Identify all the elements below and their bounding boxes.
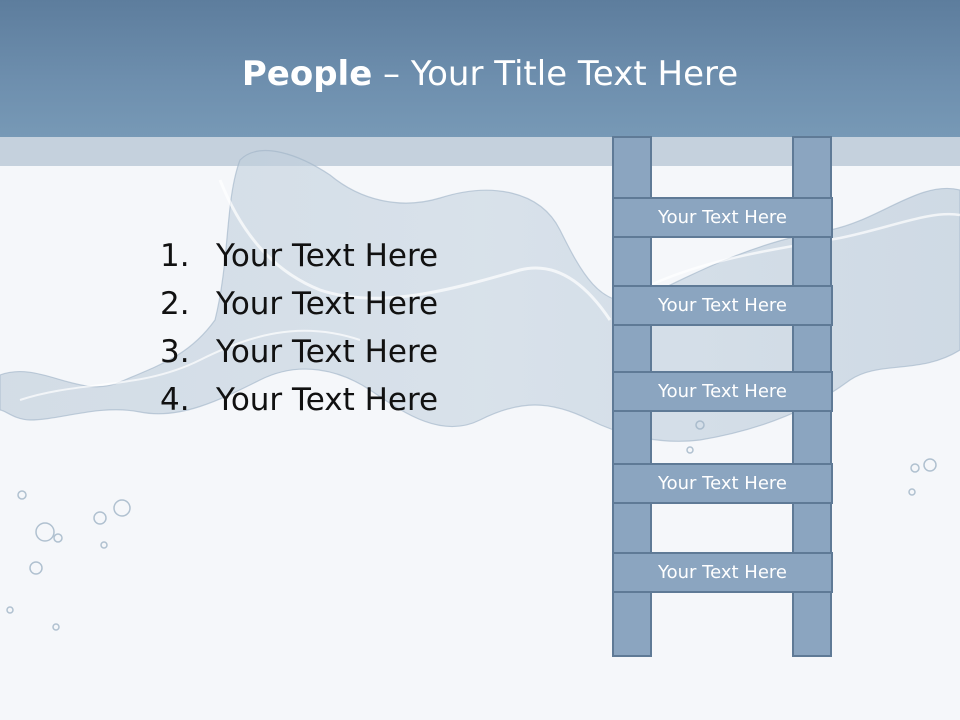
slide-title: People – Your Title Text Here xyxy=(0,52,960,96)
ladder-rung-5: Your Text Here xyxy=(612,552,833,593)
ladder-rung-1: Your Text Here xyxy=(612,197,833,238)
title-banner xyxy=(0,0,960,137)
list-item: 1. Your Text Here xyxy=(160,232,438,280)
ladder-rung-2: Your Text Here xyxy=(612,285,833,326)
list-item-number: 3. xyxy=(160,334,190,370)
list-item: 4. Your Text Here xyxy=(160,376,438,424)
title-rest: – Your Title Text Here xyxy=(372,54,739,94)
list-item-text: Your Text Here xyxy=(216,334,439,370)
list-item-text: Your Text Here xyxy=(216,382,439,418)
list-item-number: 2. xyxy=(160,286,190,322)
ladder-rung-3: Your Text Here xyxy=(612,371,833,412)
list-item-number: 1. xyxy=(160,238,190,274)
list-item: 2. Your Text Here xyxy=(160,280,438,328)
list-item-text: Your Text Here xyxy=(216,238,439,274)
title-bold-word: People xyxy=(241,54,373,94)
ladder-rung-4: Your Text Here xyxy=(612,463,833,504)
list-item: 3. Your Text Here xyxy=(160,328,438,376)
list-item-text: Your Text Here xyxy=(216,286,439,322)
list-item-number: 4. xyxy=(160,382,190,418)
numbered-list: 1. Your Text Here 2. Your Text Here 3. Y… xyxy=(160,232,438,424)
water-splash-image xyxy=(0,150,960,631)
